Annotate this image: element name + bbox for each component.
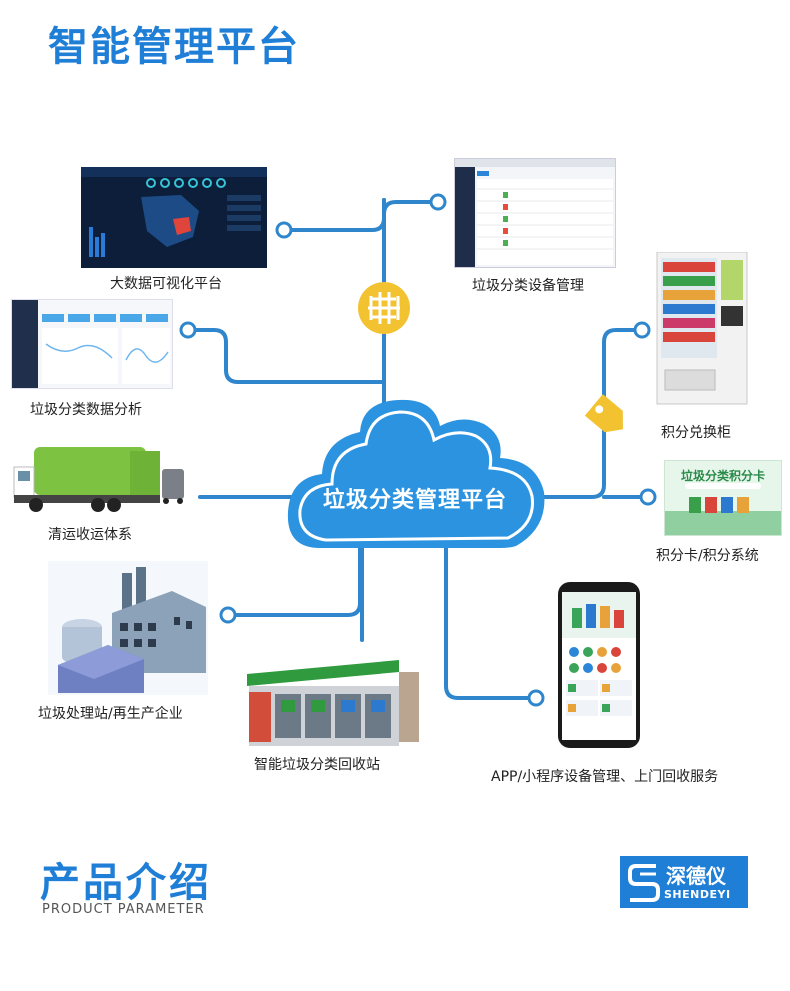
- hub-label: 垃圾分类管理平台: [322, 488, 507, 513]
- processing-plant-image: [48, 561, 208, 695]
- caption-app: APP/小程序设备管理、上门回收服务: [491, 769, 719, 785]
- points-card-title: 垃圾分类积分卡: [680, 469, 765, 483]
- connector-processing: [230, 546, 362, 617]
- caption-transport: 清运收运体系: [48, 527, 132, 543]
- connector-app: [444, 546, 532, 700]
- cloud-shape: [287, 399, 545, 548]
- phone-graphic: [558, 582, 640, 748]
- brand-logo: 深德仪 SHENDEYI: [620, 856, 748, 908]
- page-title: 智能管理平台: [48, 24, 300, 70]
- caption-big-data: 大数据可视化平台: [110, 276, 222, 292]
- node-dot-device-mgmt: [429, 193, 447, 211]
- node-dot-app: [527, 689, 545, 707]
- points-card-image: 垃圾分类积分卡: [664, 460, 782, 536]
- points-card-graphic: [665, 483, 781, 535]
- exchange-cabinet-image: [655, 252, 750, 407]
- app-phone-image: [556, 580, 642, 750]
- node-dot-exchange: [633, 321, 651, 339]
- connector-big-data: [284, 198, 386, 232]
- node-dot-processing: [219, 606, 237, 624]
- vending-machine-graphic: [656, 252, 748, 405]
- brand-s-icon: [628, 864, 660, 902]
- dashboard-graphic: [81, 167, 267, 257]
- brand-name-en: SHENDEYI: [664, 888, 731, 901]
- caption-device-mgmt: 垃圾分类设备管理: [472, 278, 584, 294]
- station-graphic: [247, 660, 419, 746]
- caption-data-analysis: 垃圾分类数据分析: [30, 402, 142, 418]
- node-dot-points-card: [639, 488, 657, 506]
- factory-graphic: [58, 567, 206, 693]
- recycle-station-image: [221, 650, 427, 768]
- connector-device-mgmt: [382, 200, 438, 262]
- caption-exchange-cabinet: 积分兑换柜: [661, 425, 731, 441]
- tag-icon: [584, 394, 623, 433]
- node-dot-big-data: [275, 221, 293, 239]
- truck-graphic: [13, 447, 184, 512]
- caption-recycle-station: 智能垃圾分类回收站: [254, 757, 380, 773]
- brand-name-cn: 深德仪: [666, 864, 726, 888]
- data-analysis-screenshot: [11, 299, 173, 389]
- node-dot-data-analysis: [179, 321, 197, 339]
- section-title: 产品介绍: [40, 860, 212, 906]
- big-data-dashboard-image: [81, 167, 267, 268]
- garbage-truck-image: [10, 437, 190, 519]
- caption-processing: 垃圾处理站/再生产企业: [38, 706, 183, 722]
- device-list-graphic: [455, 159, 615, 267]
- connector-data-analysis: [188, 328, 386, 384]
- grid-icon: [358, 282, 410, 334]
- caption-points-card: 积分卡/积分系统: [656, 548, 759, 564]
- section-subtitle: PRODUCT PARAMETER: [42, 902, 205, 917]
- device-management-screenshot: [454, 158, 616, 268]
- analysis-chart-graphic: [12, 300, 170, 388]
